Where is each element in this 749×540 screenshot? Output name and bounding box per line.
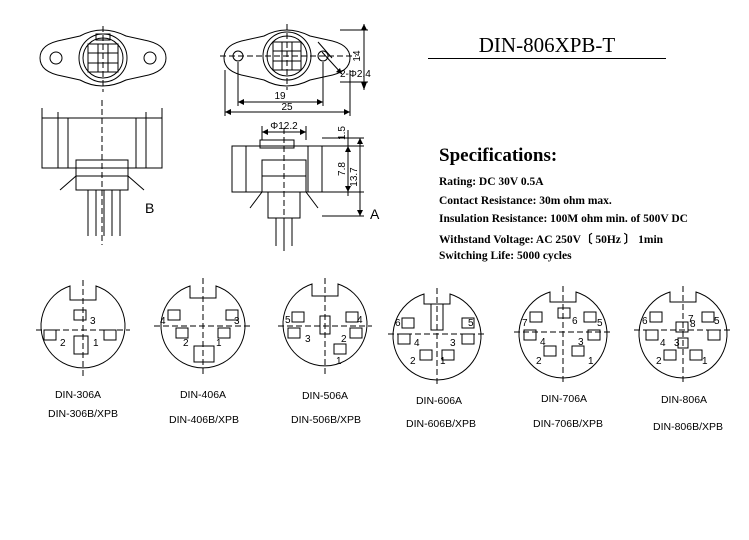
dim-13-7: 13.7: [349, 167, 360, 187]
model-label-606a: DIN-606A: [415, 395, 463, 407]
svg-text:5: 5: [714, 316, 720, 327]
svg-text:1: 1: [588, 356, 594, 367]
svg-text:6: 6: [572, 316, 578, 327]
side-view-a: [231, 126, 364, 252]
svg-text:5: 5: [597, 318, 603, 329]
svg-text:1: 1: [702, 356, 708, 367]
dim-7-8: 7.8: [337, 162, 348, 176]
dim-dia-12-2: Φ12.2: [270, 121, 298, 132]
pin-diagram-806: [634, 286, 732, 382]
model-label-406a: DIN-406A: [179, 389, 227, 401]
svg-text:1: 1: [93, 338, 99, 349]
svg-text:3: 3: [450, 338, 456, 349]
model-label-506a: DIN-506A: [301, 390, 349, 402]
part-number-title: DIN-806XPB-T: [428, 32, 666, 59]
svg-text:2: 2: [656, 356, 662, 367]
svg-text:2: 2: [183, 338, 189, 349]
spec-insulation-resistance: Insulation Resistance: 100M ohm min. of …: [439, 213, 688, 225]
svg-text:3: 3: [90, 316, 96, 327]
svg-text:3: 3: [674, 338, 680, 349]
model-label-806a: DIN-806A: [660, 394, 708, 406]
pin-numbers-306: 3 2 1: [60, 316, 99, 349]
svg-text:5: 5: [468, 318, 474, 329]
model-label-706a: DIN-706A: [540, 393, 588, 405]
svg-text:8: 8: [690, 319, 696, 330]
svg-text:4: 4: [540, 337, 546, 348]
svg-text:3: 3: [578, 337, 584, 348]
model-label-506b: DIN-506B/XPB: [290, 414, 362, 426]
svg-text:7: 7: [522, 318, 528, 329]
spec-rating: Rating: DC 30V 0.5A: [439, 176, 544, 188]
pin-numbers-506: 5 4 3 2 1: [285, 315, 363, 367]
pin-diagram-706: [514, 286, 612, 382]
svg-text:2: 2: [341, 334, 347, 345]
svg-text:7: 7: [688, 314, 694, 325]
view-label-a: A: [370, 206, 380, 222]
svg-text:1: 1: [216, 338, 222, 349]
front-view-b: [39, 26, 167, 92]
pin-numbers-406: 4 3 2 1: [160, 316, 240, 349]
svg-text:2: 2: [60, 338, 66, 349]
pin-diagram-406: [154, 278, 250, 374]
specifications-heading: Specifications:: [439, 145, 558, 166]
pin-diagram-506: [278, 278, 372, 374]
model-label-706b: DIN-706B/XPB: [532, 418, 604, 430]
svg-text:2: 2: [410, 356, 416, 367]
spec-withstand-voltage: Withstand Voltage: AC 250V〔 50Hz 〕 1min: [439, 234, 664, 246]
svg-text:4: 4: [357, 315, 363, 326]
dim-25: 25: [281, 102, 293, 113]
svg-text:4: 4: [414, 338, 420, 349]
svg-text:4: 4: [660, 338, 666, 349]
svg-text:3: 3: [234, 316, 240, 327]
dim-14: 14: [352, 50, 363, 62]
side-view-b: [41, 100, 163, 245]
svg-text:5: 5: [285, 315, 291, 326]
dim-hole: 2-Φ2.4: [340, 69, 371, 80]
svg-text:4: 4: [160, 316, 166, 327]
pin-numbers-606: 6 5 4 3 2 1: [395, 318, 474, 367]
svg-text:6: 6: [642, 316, 648, 327]
svg-text:3: 3: [305, 334, 311, 345]
pin-numbers-706: 7 6 5 4 3 2 1: [522, 316, 603, 367]
model-label-606b: DIN-606B/XPB: [405, 418, 477, 430]
dim-19: 19: [274, 91, 286, 102]
model-label-306b: DIN-306B/XPB: [47, 408, 119, 420]
pin-numbers-806: 8 7 6 5 4 3 2 1: [642, 314, 720, 367]
model-label-806b: DIN-806B/XPB: [652, 421, 724, 433]
svg-text:1: 1: [336, 356, 342, 367]
pin-diagram-606: [388, 288, 486, 384]
model-label-406b: DIN-406B/XPB: [168, 414, 240, 426]
model-label-306a: DIN-306A: [54, 389, 102, 401]
dim-1-5: 1.5: [337, 126, 348, 140]
spec-switching-life: Switching Life: 5000 cycles: [439, 250, 572, 262]
svg-text:6: 6: [395, 318, 401, 329]
pin-diagram-306: [36, 280, 130, 376]
svg-text:2: 2: [536, 356, 542, 367]
spec-contact-resistance: Contact Resistance: 30m ohm max.: [439, 195, 612, 207]
svg-text:1: 1: [440, 356, 446, 367]
front-view-a: [220, 24, 368, 116]
view-label-b: B: [145, 200, 155, 216]
